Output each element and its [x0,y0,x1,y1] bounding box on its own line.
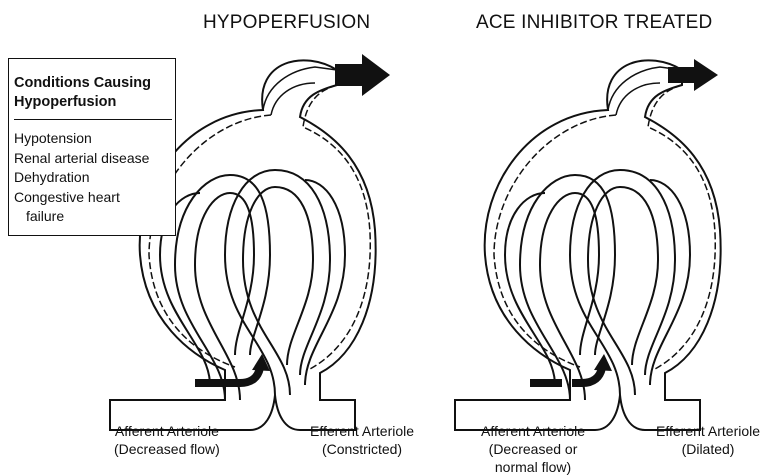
caption-right-efferent: Efferent Arteriole (Dilated) [656,422,760,458]
caption-left-afferent: Afferent Arteriole (Decreased flow) [114,422,220,458]
glomerulus-right [455,60,721,430]
conditions-divider [14,119,172,120]
condition-item: Renal arterial disease [14,149,149,169]
caption-right-afferent: Afferent Arteriole (Decreased or normal … [481,422,585,476]
conditions-heading-line2: Hypoperfusion [14,93,151,112]
arrow-right-icon [335,54,390,96]
condition-item: Dehydration [14,168,149,188]
conditions-heading-line1: Conditions Causing [14,74,151,93]
condition-item: Hypotension [14,129,149,149]
caption-left-efferent: Efferent Arteriole (Constricted) [310,422,414,458]
conditions-heading: Conditions Causing Hypoperfusion [14,74,151,112]
conditions-list: Hypotension Renal arterial disease Dehyd… [14,129,149,227]
